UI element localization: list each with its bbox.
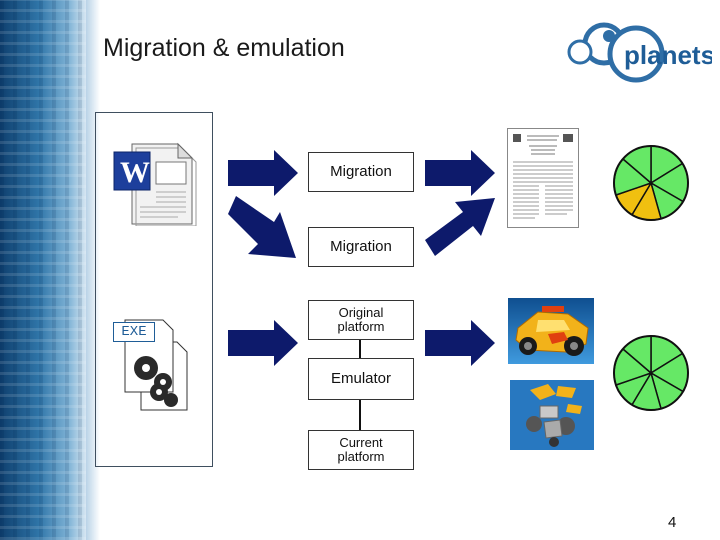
side-decoration <box>0 0 86 540</box>
arrow-right-bottom-right <box>425 320 495 366</box>
slide-title: Migration & emulation <box>103 34 345 62</box>
executable-icon: EXE <box>113 318 193 413</box>
connector-emulator-current <box>359 400 361 430</box>
logo-text: planets <box>624 40 712 70</box>
emulator-label: Emulator <box>308 358 414 400</box>
side-pattern <box>0 0 86 540</box>
page-number: 4 <box>668 514 677 531</box>
side-fade <box>86 0 100 540</box>
planets-logo: planets <box>567 22 712 83</box>
arrow-right-top-right <box>425 150 495 196</box>
arrow-diagonal-up <box>425 198 495 256</box>
document-page-thumbnail <box>507 128 579 228</box>
migration-label-mid: Migration <box>308 227 414 267</box>
arrow-right-top-left <box>228 150 298 196</box>
connector-original-emulator <box>359 340 361 359</box>
race-car-image <box>508 298 594 364</box>
segmented-wheel-top <box>613 145 689 221</box>
arrow-diagonal-down <box>228 196 296 258</box>
segmented-wheel-bottom <box>613 335 689 411</box>
original-platform-label: Original platform <box>308 300 414 340</box>
word-document-icon: W <box>113 142 197 226</box>
svg-text:W: W <box>120 156 150 189</box>
current-platform-label: Current platform <box>308 430 414 470</box>
exe-label: EXE <box>113 322 155 342</box>
source-objects-panel <box>95 112 213 467</box>
arrow-right-bottom-left <box>228 320 298 366</box>
exploded-car-image <box>510 380 594 450</box>
migration-label-top: Migration <box>308 152 414 192</box>
